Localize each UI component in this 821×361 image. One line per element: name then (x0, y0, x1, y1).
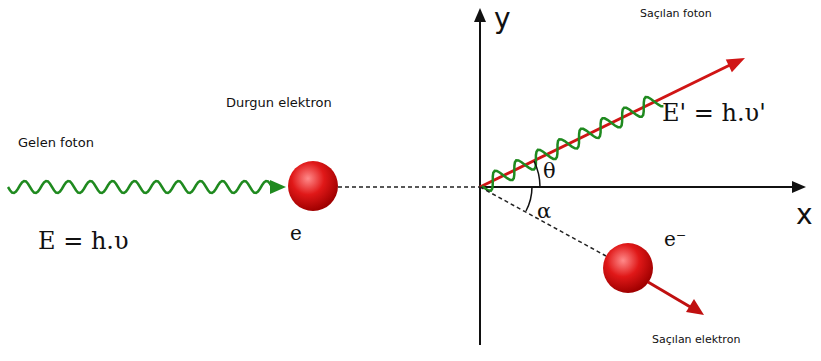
angle-symbol: α (537, 200, 551, 223)
energy-formula: E' = h.υ' (662, 100, 766, 126)
scattered-electron (603, 243, 653, 293)
scattered-photon-head (726, 58, 745, 72)
theta-arc (534, 161, 540, 187)
caption-label: Saçılan elektron (652, 334, 740, 346)
energy-formula: E = h.υ (38, 228, 129, 254)
y-axis-head (474, 8, 486, 22)
incoming-photon-wave (8, 181, 272, 193)
stationary-electron (288, 161, 338, 211)
axis-label: x (796, 200, 813, 231)
electron-arrow-head (686, 299, 704, 315)
incoming-photon-head (270, 180, 286, 194)
caption-label: Gelen foton (18, 136, 94, 150)
x-axis (480, 186, 798, 188)
electron-path (480, 187, 606, 256)
caption-label: Durgun elektron (226, 96, 332, 110)
angle-symbol: θ (543, 160, 556, 183)
dashed-path (338, 186, 480, 188)
caption-label: Saçılan foton (640, 8, 712, 20)
scattered-photon-wave (482, 97, 663, 191)
electron-arrow (648, 282, 692, 308)
x-axis-head (792, 181, 806, 193)
particle-symbol: e (290, 222, 302, 244)
particle-symbol: e⁻ (664, 228, 686, 250)
y-axis (479, 18, 481, 345)
alpha-arc (526, 187, 532, 211)
axis-label: y (494, 4, 511, 35)
